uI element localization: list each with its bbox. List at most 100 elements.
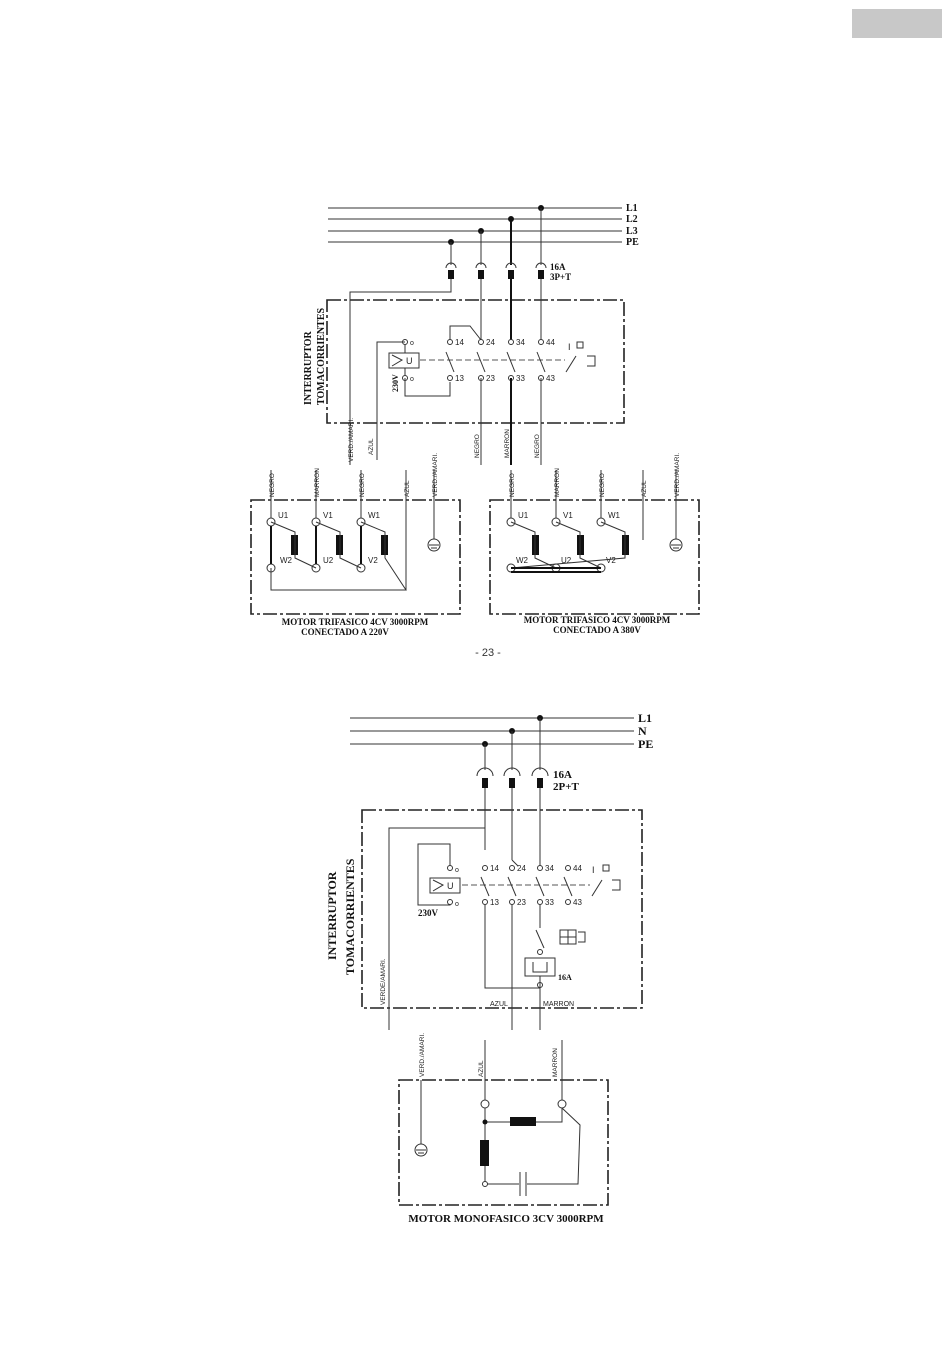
coil-voltage: 230V: [391, 374, 400, 392]
svg-text:CONECTADO A 220V: CONECTADO A 220V: [301, 627, 389, 637]
switch-label-2: TOMACORRIENTES: [316, 308, 327, 405]
wire-label-negro-1: NEGRO: [474, 434, 481, 458]
wire-label-marron: MARRON: [504, 429, 511, 458]
svg-text:VERD./AMARI.: VERD./AMARI.: [674, 453, 681, 497]
line-label-n: N: [638, 724, 647, 738]
contact-13: 13: [455, 374, 464, 383]
diagram-single-phase: L1 N PE 16A 2P+T INTERRUPTOR TOMACORRIEN…: [325, 711, 653, 1225]
svg-text:NEGRO: NEGRO: [599, 473, 606, 497]
svg-text:V1: V1: [323, 511, 333, 520]
contact-34: 34: [516, 338, 525, 347]
svg-text:W2: W2: [516, 556, 529, 565]
contact-14: 14: [455, 338, 464, 347]
svg-text:NEGRO: NEGRO: [359, 473, 366, 497]
switch-label-1: INTERRUPTOR: [303, 331, 314, 405]
thermal-rating: 16A: [558, 973, 572, 982]
svg-text:o: o: [455, 901, 459, 908]
socket-type: 3P+T: [550, 272, 571, 282]
contact-43-2: 43: [573, 898, 582, 907]
svg-text:U2: U2: [561, 556, 572, 565]
switch-symbol: I: [568, 342, 571, 352]
svg-text:o: o: [410, 340, 414, 347]
wire-label-verde-amari: VERDE/AMARI.: [380, 958, 387, 1005]
contact-14-2: 14: [490, 864, 499, 873]
undervoltage-coil-2: o U o 230V: [417, 843, 461, 918]
line-label-l2: L2: [626, 214, 638, 225]
corner-tab: [852, 9, 942, 38]
contact-group-2: 14 24 34 44 13 23 33 43 I: [462, 864, 621, 907]
wire-label-marron-2: MARRON: [543, 1001, 574, 1008]
svg-text:AZUL: AZUL: [641, 480, 648, 497]
plug-2p-t: [476, 767, 549, 788]
socket-rating: 16A: [550, 262, 566, 272]
contact-24: 24: [486, 338, 495, 347]
svg-text:NEGRO: NEGRO: [269, 473, 276, 497]
svg-text:NEGRO: NEGRO: [509, 473, 516, 497]
contact-44-2: 44: [573, 864, 582, 873]
switch-symbol-2: I: [592, 865, 595, 875]
contact-23: 23: [486, 374, 495, 383]
coil-label-2: U: [447, 881, 454, 891]
switch-label-2-1: INTERRUPTOR: [325, 871, 339, 960]
motor-single-phase: VERD./AMARI. AZUL MARRON MOTOR M: [398, 1033, 609, 1225]
svg-text:V2: V2: [368, 556, 378, 565]
motor-380v: NEGRO MARRON NEGRO AZUL VERD./AMARI. U1 …: [489, 453, 700, 635]
svg-text:o: o: [410, 376, 414, 383]
socket-rating-2: 16A: [553, 769, 572, 781]
svg-text:U1: U1: [278, 511, 289, 520]
svg-text:MARRON: MARRON: [554, 468, 561, 497]
contact-34-2: 34: [545, 864, 554, 873]
coil-voltage-2: 230V: [418, 908, 439, 918]
contact-23-2: 23: [517, 898, 526, 907]
line-label-l1-2: L1: [638, 711, 652, 725]
contact-group: 14 24 34 44 13 23 33 43 I: [420, 338, 596, 383]
svg-text:MOTOR TRIFASICO 4CV 3000RPM: MOTOR TRIFASICO 4CV 3000RPM: [524, 615, 671, 625]
svg-text:V2: V2: [606, 556, 616, 565]
switch-enclosure: [326, 299, 625, 424]
page-number: - 23 -: [475, 647, 501, 659]
motor-220v: NEGRO MARRON NEGRO AZUL VERD./AMARI. U1 …: [250, 453, 461, 637]
motor-wire-azul: AZUL: [478, 1060, 485, 1077]
line-label-pe-2: PE: [638, 737, 653, 751]
thermal-protector: 16A: [524, 905, 586, 988]
supply-lines: L1 L2 L3 PE: [328, 203, 639, 248]
svg-text:W1: W1: [368, 511, 381, 520]
svg-text:MARRON: MARRON: [314, 468, 321, 497]
contact-44: 44: [546, 338, 555, 347]
switch-enclosure-2: [361, 809, 643, 1009]
motor-caption: MOTOR MONOFASICO 3CV 3000RPM: [408, 1213, 604, 1225]
line-label-l3: L3: [626, 226, 638, 237]
svg-text:MOTOR TRIFASICO 4CV 3000RPM: MOTOR TRIFASICO 4CV 3000RPM: [282, 617, 429, 627]
contact-13-2: 13: [490, 898, 499, 907]
wire-label-negro-2: NEGRO: [534, 434, 541, 458]
svg-text:AZUL: AZUL: [404, 480, 411, 497]
svg-text:U1: U1: [518, 511, 529, 520]
line-label-l1: L1: [626, 203, 638, 214]
motor-wire-marron: MARRON: [552, 1048, 559, 1077]
svg-text:o: o: [455, 867, 459, 874]
svg-text:U2: U2: [323, 556, 334, 565]
line-label-pe: PE: [626, 237, 639, 248]
motor-wire-verd-amari: VERD./AMARI.: [419, 1033, 426, 1077]
switch-label-2-2: TOMACORRIENTES: [343, 858, 357, 975]
svg-text:W2: W2: [280, 556, 293, 565]
supply-lines-2: L1 N PE: [350, 711, 653, 751]
wire-label-verd-amari: VERD./AMARI.: [348, 418, 355, 462]
svg-text:W1: W1: [608, 511, 621, 520]
contact-33: 33: [516, 374, 525, 383]
contact-24-2: 24: [517, 864, 526, 873]
wire-label-azul: AZUL: [368, 438, 375, 455]
contact-43: 43: [546, 374, 555, 383]
plug-3p-t: [445, 262, 547, 279]
wire-label-azul-2: AZUL: [490, 1001, 508, 1008]
coil-label: U: [406, 356, 413, 366]
undervoltage-coil: o U o 230V: [388, 339, 420, 392]
contact-33-2: 33: [545, 898, 554, 907]
diagram-three-phase: L1 L2 L3 PE 16A 3P+T: [250, 203, 700, 637]
socket-type-2: 2P+T: [553, 781, 579, 793]
svg-text:V1: V1: [563, 511, 573, 520]
svg-text:VERD./AMARI.: VERD./AMARI.: [432, 453, 439, 497]
svg-text:CONECTADO A 380V: CONECTADO A 380V: [553, 625, 641, 635]
